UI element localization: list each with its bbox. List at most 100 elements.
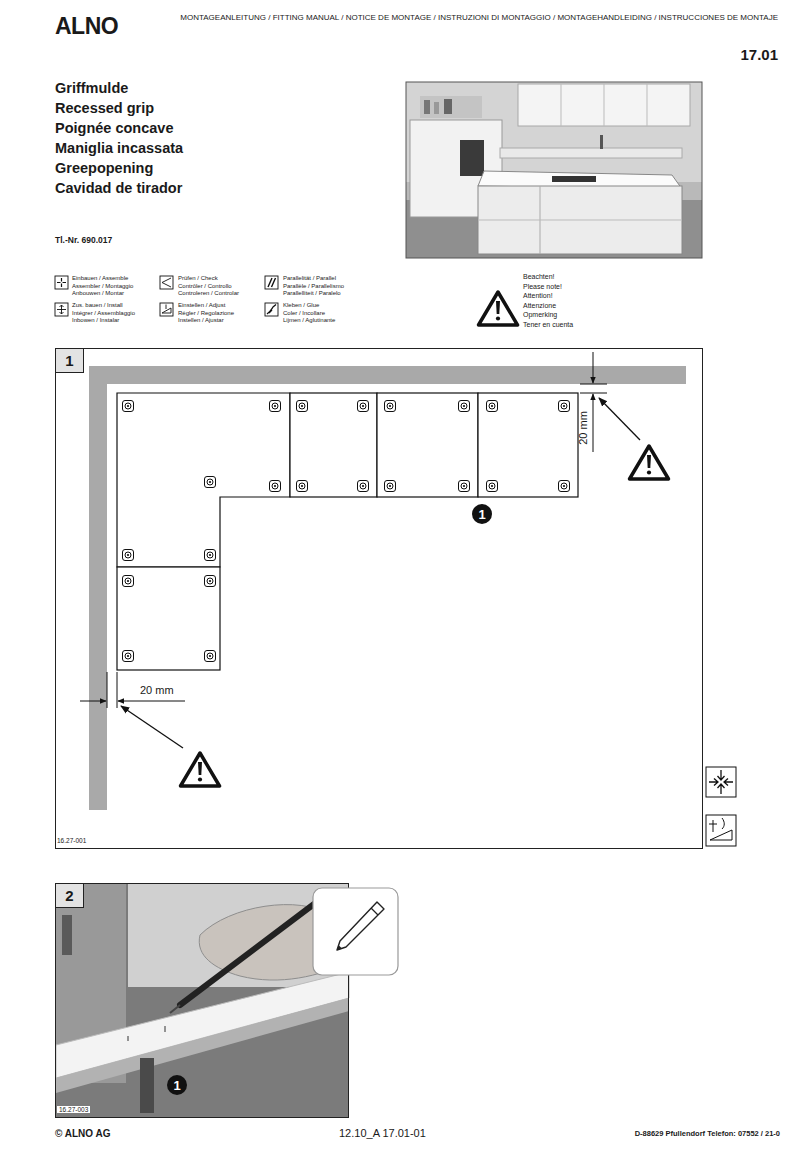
kitchen-photo	[424, 100, 430, 114]
title-translation: Greepopening	[55, 160, 153, 177]
dimension-line	[593, 352, 594, 383]
marking-photo	[128, 1036, 129, 1041]
kitchen-photo	[434, 102, 439, 114]
kitchen-photo	[647, 84, 648, 126]
kitchen-photo	[406, 82, 702, 258]
step-number: 1	[56, 349, 84, 373]
hinge-symbol	[459, 401, 470, 412]
page-drawing	[630, 446, 669, 479]
legend-text: Lijmen / Aglutinante	[283, 317, 335, 324]
warning-note: Attenzione	[523, 302, 556, 310]
step-icon	[706, 767, 736, 797]
legend-text: Contrôler / Controllo	[178, 283, 232, 290]
hinge-symbol	[487, 401, 498, 412]
kitchen-photo	[420, 96, 482, 118]
cabinet-front	[377, 393, 478, 497]
kitchen-photo	[460, 140, 484, 176]
legend-text: Intégrer / Assemblaggio	[72, 310, 135, 317]
dimension-line	[580, 384, 607, 385]
hinge-symbol	[123, 401, 570, 662]
pencil-icon	[337, 902, 384, 950]
symbol-icon	[267, 305, 276, 315]
hinge-symbol	[123, 576, 134, 587]
hinge-symbol	[270, 401, 281, 412]
title-translation: Maniglia incassata	[55, 140, 183, 157]
hinge-symbol	[358, 481, 369, 492]
brand-logo: ALNO	[55, 13, 118, 39]
symbol-icon	[265, 276, 278, 289]
document-code: 12.10_A 17.01-01	[339, 1127, 426, 1140]
marking-photo	[199, 905, 349, 980]
page-drawing	[479, 292, 518, 325]
kitchen-photo	[444, 99, 452, 114]
hinge-symbol	[358, 401, 369, 412]
marking-photo	[55, 883, 349, 1118]
copyright: © ALNO AG	[55, 1128, 111, 1140]
kitchen-photo	[478, 220, 682, 221]
step-number: 2	[56, 884, 84, 908]
marking-photo	[170, 1005, 180, 1013]
title-translation: Poignée concave	[55, 120, 173, 137]
step-icon	[706, 767, 736, 846]
callout-number: 1	[478, 508, 485, 521]
kitchen-photo	[478, 186, 682, 254]
dimension-line	[580, 393, 607, 394]
legend-text: Assembler / Montaggio	[72, 283, 133, 290]
step-icon	[709, 818, 732, 840]
header-line: MONTAGEANLEITUNG / FITTING MANUAL / NOTI…	[180, 13, 778, 22]
kitchen-photo	[500, 148, 682, 158]
legend-text: Coler / Incollare	[283, 310, 325, 317]
dimension-line	[80, 352, 607, 708]
kitchen-photo	[406, 82, 702, 258]
symbol-icon	[55, 276, 68, 289]
legend-text: Régler / Regolazione	[178, 310, 234, 317]
wall-section	[89, 366, 686, 384]
kitchen-photo	[604, 84, 605, 126]
kitchen-photo	[406, 82, 702, 258]
step-panel: 21	[55, 883, 349, 1118]
legend-text: Anbouwen / Montar	[72, 290, 124, 297]
pencil-icon	[371, 908, 378, 915]
warning-pointer	[121, 398, 640, 748]
callout-circle: 1	[472, 504, 492, 524]
figure-code: 16.27-003	[57, 1106, 90, 1113]
cabinet-front	[290, 393, 377, 497]
hinge-symbol	[385, 481, 396, 492]
figure-code: 16.27-001	[57, 837, 86, 844]
symbol-icon	[57, 278, 66, 287]
hinge-symbol	[559, 401, 570, 412]
hinge-symbol	[559, 481, 570, 492]
step-icon	[709, 770, 733, 794]
hinge-symbol	[123, 651, 134, 662]
cabinet-front	[478, 393, 578, 497]
hinge-symbol	[205, 651, 216, 662]
marking-photo	[128, 883, 349, 987]
symbol-icon	[162, 305, 171, 314]
step-panel: 11	[55, 348, 703, 849]
legend-text: Parallelität / Parallel	[283, 275, 336, 282]
hinge-symbol	[205, 477, 216, 488]
title: Griffmulde	[55, 80, 128, 97]
hinge-symbol	[385, 401, 396, 412]
wall-section	[89, 366, 107, 810]
callout-circle: 1	[167, 1075, 187, 1095]
legend-text: Kleben / Glue	[283, 302, 319, 309]
legend-text: Zus. bauen / Install	[72, 302, 123, 309]
dimension-line	[118, 701, 185, 702]
kitchen-photo	[518, 84, 690, 126]
marking-photo	[140, 1058, 154, 1113]
legend-text: Einbauen / Assemble	[72, 275, 128, 282]
hinge-symbol	[487, 481, 498, 492]
marking-photo	[62, 915, 72, 955]
dimension-line	[107, 672, 108, 708]
callout-number: 1	[173, 1079, 180, 1092]
kitchen-photo	[561, 84, 562, 126]
pencil-icon	[313, 888, 398, 975]
symbol-icon	[265, 303, 278, 316]
dimension-line	[593, 394, 594, 452]
dimension-line	[80, 701, 106, 702]
legend-text: Prüfen / Check	[178, 275, 218, 282]
pencil-icon	[337, 945, 342, 950]
dimension-label: 20 mm	[577, 411, 590, 445]
cabinet-front	[117, 567, 220, 670]
